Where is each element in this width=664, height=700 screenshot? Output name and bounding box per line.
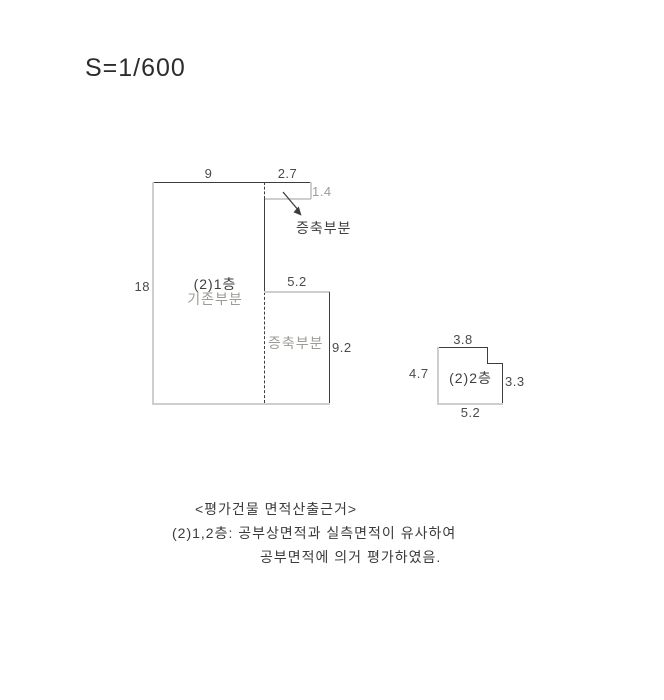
- floor2-step-horizontal-wall: [487, 363, 503, 364]
- floor2-right-wall: [502, 363, 503, 404]
- floor2-dim-top: 3.8: [453, 332, 473, 347]
- floor1-dim-ext2-width: 5.2: [287, 274, 307, 289]
- floor1-dim-ext1-height: 1.4: [312, 184, 332, 199]
- floor1-ext1-bottom-wall: [264, 198, 311, 200]
- floor1-boundary-dashed-top: [264, 182, 265, 199]
- floor1-left-wall: [152, 182, 154, 404]
- floor2-dim-left: 4.7: [409, 366, 429, 381]
- floor1-bottom-wall: [152, 403, 330, 405]
- floor2-left-wall: [437, 347, 439, 404]
- floor2-step-vertical-wall: [487, 347, 488, 364]
- floor2-dim-bottom: 5.2: [460, 405, 481, 420]
- notes-heading: <평가건물 면적산출근거>: [195, 501, 358, 517]
- notes-line2: 공부면적에 의거 평가하였음.: [260, 549, 442, 565]
- floor2-room-label: (2)2층: [449, 370, 492, 386]
- floor1-ext1-right-wall: [310, 182, 312, 199]
- notes-line1: (2)1,2층: 공부상면적과 실측면적이 유사하여: [172, 525, 457, 541]
- floor1-room-label-line1: (2)1층: [193, 276, 237, 292]
- extension-callout-arrow-icon: [282, 191, 302, 216]
- floor2-bottom-wall: [437, 403, 503, 405]
- floor1-top-wall: [153, 182, 311, 183]
- scale-label: S=1/600: [85, 54, 186, 82]
- floor1-ext1-callout-label: 증축부분: [296, 220, 352, 236]
- floor1-ext2-label: 증축부분: [268, 335, 324, 351]
- floor1-dim-top-width: 9: [204, 166, 213, 181]
- floor1-room-label-line2: 기존부분: [187, 291, 243, 307]
- floor1-dim-ext1-width: 2.7: [277, 166, 298, 181]
- floor1-right-wall: [264, 199, 265, 292]
- floor1-dim-ext2-height: 9.2: [332, 340, 352, 355]
- floor1-dim-left-height: 18: [134, 279, 150, 294]
- floor1-ext2-top-wall: [264, 291, 330, 293]
- floor2-dim-right: 3.3: [505, 374, 525, 389]
- floor2-top-wall: [438, 347, 488, 348]
- floor1-boundary-dashed-bottom: [264, 292, 265, 403]
- floor1-ext2-right-wall: [329, 292, 330, 403]
